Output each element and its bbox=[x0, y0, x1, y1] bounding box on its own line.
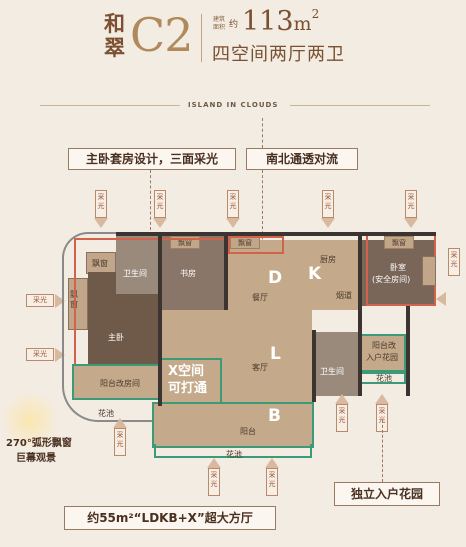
area-sup: 2 bbox=[311, 7, 320, 21]
bathroom-2 bbox=[314, 332, 358, 396]
area-note-1: 建筑 bbox=[213, 16, 226, 23]
light-tag-left-1: 采光 bbox=[26, 294, 54, 307]
light-tag-bottom-1: 采光 bbox=[114, 428, 126, 456]
balcony-room-label: 阳台改房间 bbox=[100, 379, 140, 388]
subtitle-rule-right bbox=[290, 105, 430, 106]
light-tag-top-2: 采光 bbox=[154, 190, 166, 218]
wall-1 bbox=[158, 236, 162, 406]
piao-window-right: 飘窗 bbox=[384, 236, 414, 249]
area-value: 113m2 bbox=[242, 6, 320, 40]
wall-2 bbox=[224, 236, 228, 310]
light-tag-bottom-2: 采光 bbox=[208, 468, 220, 496]
name-line1: 和 bbox=[104, 11, 125, 36]
arrow-top-4 bbox=[321, 218, 335, 228]
callout-master-suite: 主卧套房设计，三面采光 bbox=[68, 148, 236, 170]
balcony bbox=[152, 402, 314, 448]
area-prefix: 约 bbox=[229, 20, 239, 30]
bedroom-right-label-1: 卧室 bbox=[390, 263, 406, 272]
x-space-2: 可打通 bbox=[168, 381, 208, 396]
arrow-top-2 bbox=[153, 218, 167, 228]
light-tag-bottom-4: 采光 bbox=[336, 404, 348, 432]
light-tag-left-2: 采光 bbox=[26, 348, 54, 361]
garden-room-label-2: 入户花园 bbox=[366, 353, 398, 362]
arrow-left-2 bbox=[55, 348, 65, 362]
balcony-planter bbox=[154, 444, 312, 458]
arrow-top-1 bbox=[94, 218, 108, 228]
dining-label: 餐厅 bbox=[252, 293, 268, 302]
arrow-top-3 bbox=[226, 218, 240, 228]
light-tag-top-4: 采光 bbox=[322, 190, 334, 218]
zone-l: L bbox=[270, 344, 281, 364]
arrow-bottom-1 bbox=[113, 418, 127, 428]
arrow-left-1 bbox=[55, 294, 65, 308]
light-tag-top-1: 采光 bbox=[95, 190, 107, 218]
area-note-2: 面积 bbox=[213, 24, 226, 31]
dining-area bbox=[228, 240, 358, 310]
living-label: 客厅 bbox=[252, 363, 268, 372]
area-number: 113 bbox=[242, 6, 294, 37]
dash-vent bbox=[262, 118, 263, 148]
arrow-bottom-3 bbox=[265, 458, 279, 468]
zone-b: B bbox=[268, 406, 281, 426]
callout-ldkb: 约55m²“LDKB+X”超大方厅 bbox=[64, 506, 276, 530]
unit-code: C2 bbox=[130, 8, 193, 62]
arrow-bottom-4 bbox=[335, 394, 349, 404]
bay-window-frame bbox=[62, 232, 162, 422]
master-label: 主卧 bbox=[108, 333, 124, 342]
bathroom2-label: 卫生间 bbox=[320, 367, 344, 376]
light-tag-right: 采光 bbox=[448, 248, 460, 276]
arrow-top-5 bbox=[404, 218, 418, 228]
garden-planter-label: 花池 bbox=[376, 374, 392, 383]
area-unit: m bbox=[293, 13, 312, 35]
arrow-bottom-5 bbox=[375, 394, 389, 404]
zone-d: D bbox=[268, 268, 283, 288]
smoke-label: 烟道 bbox=[336, 291, 352, 300]
planter-left-label: 花池 bbox=[98, 409, 114, 418]
garden-room-label-1: 阳台改 bbox=[372, 341, 396, 350]
header-divider bbox=[201, 14, 202, 62]
layout-text: 四空间两厅两卫 bbox=[212, 44, 345, 65]
subtitle-rule-left bbox=[40, 105, 180, 106]
arrow-bottom-2 bbox=[207, 458, 221, 468]
light-tag-top-3: 采光 bbox=[227, 190, 239, 218]
light-tag-top-5: 采光 bbox=[405, 190, 417, 218]
callout-bay-1: 270°弧形飘窗 bbox=[6, 438, 72, 449]
dash-suite bbox=[150, 170, 151, 230]
bedroom-right-label-2: (安全房间) bbox=[372, 275, 411, 284]
callout-bay-2: 巨幕观景 bbox=[16, 453, 56, 464]
wall-4 bbox=[312, 330, 316, 402]
bathroom-1 bbox=[116, 236, 160, 294]
garden-room bbox=[360, 334, 406, 372]
callout-garden: 独立入户花园 bbox=[334, 482, 440, 506]
x-space-1: X空间 bbox=[168, 364, 205, 379]
study-label: 书房 bbox=[180, 269, 196, 278]
callout-ventilation: 南北通透对流 bbox=[246, 148, 358, 170]
subtitle: ISLAND IN CLOUDS bbox=[188, 101, 279, 109]
wall-3 bbox=[358, 236, 362, 396]
planter-bottom-label: 花池 bbox=[226, 450, 242, 459]
piao-window-l bbox=[68, 278, 88, 330]
arrow-right bbox=[436, 292, 446, 306]
wall-top bbox=[116, 232, 436, 236]
wall-5 bbox=[406, 306, 410, 396]
light-tag-bottom-3: 采光 bbox=[266, 468, 278, 496]
dash-garden bbox=[382, 420, 383, 482]
balcony-room bbox=[72, 364, 160, 400]
zone-k: K bbox=[308, 264, 322, 284]
dining-window-highlight bbox=[228, 236, 284, 254]
bay-glow bbox=[0, 390, 60, 450]
piao-label-tl: 飘窗 bbox=[92, 259, 108, 268]
balcony-label: 阳台 bbox=[240, 427, 256, 436]
name-line2: 翠 bbox=[104, 35, 125, 60]
dash-vent-2 bbox=[262, 170, 263, 270]
bathroom1-label: 卫生间 bbox=[123, 269, 147, 278]
piao-window-right-side bbox=[422, 256, 436, 286]
kitchen-label: 厨房 bbox=[320, 255, 336, 264]
